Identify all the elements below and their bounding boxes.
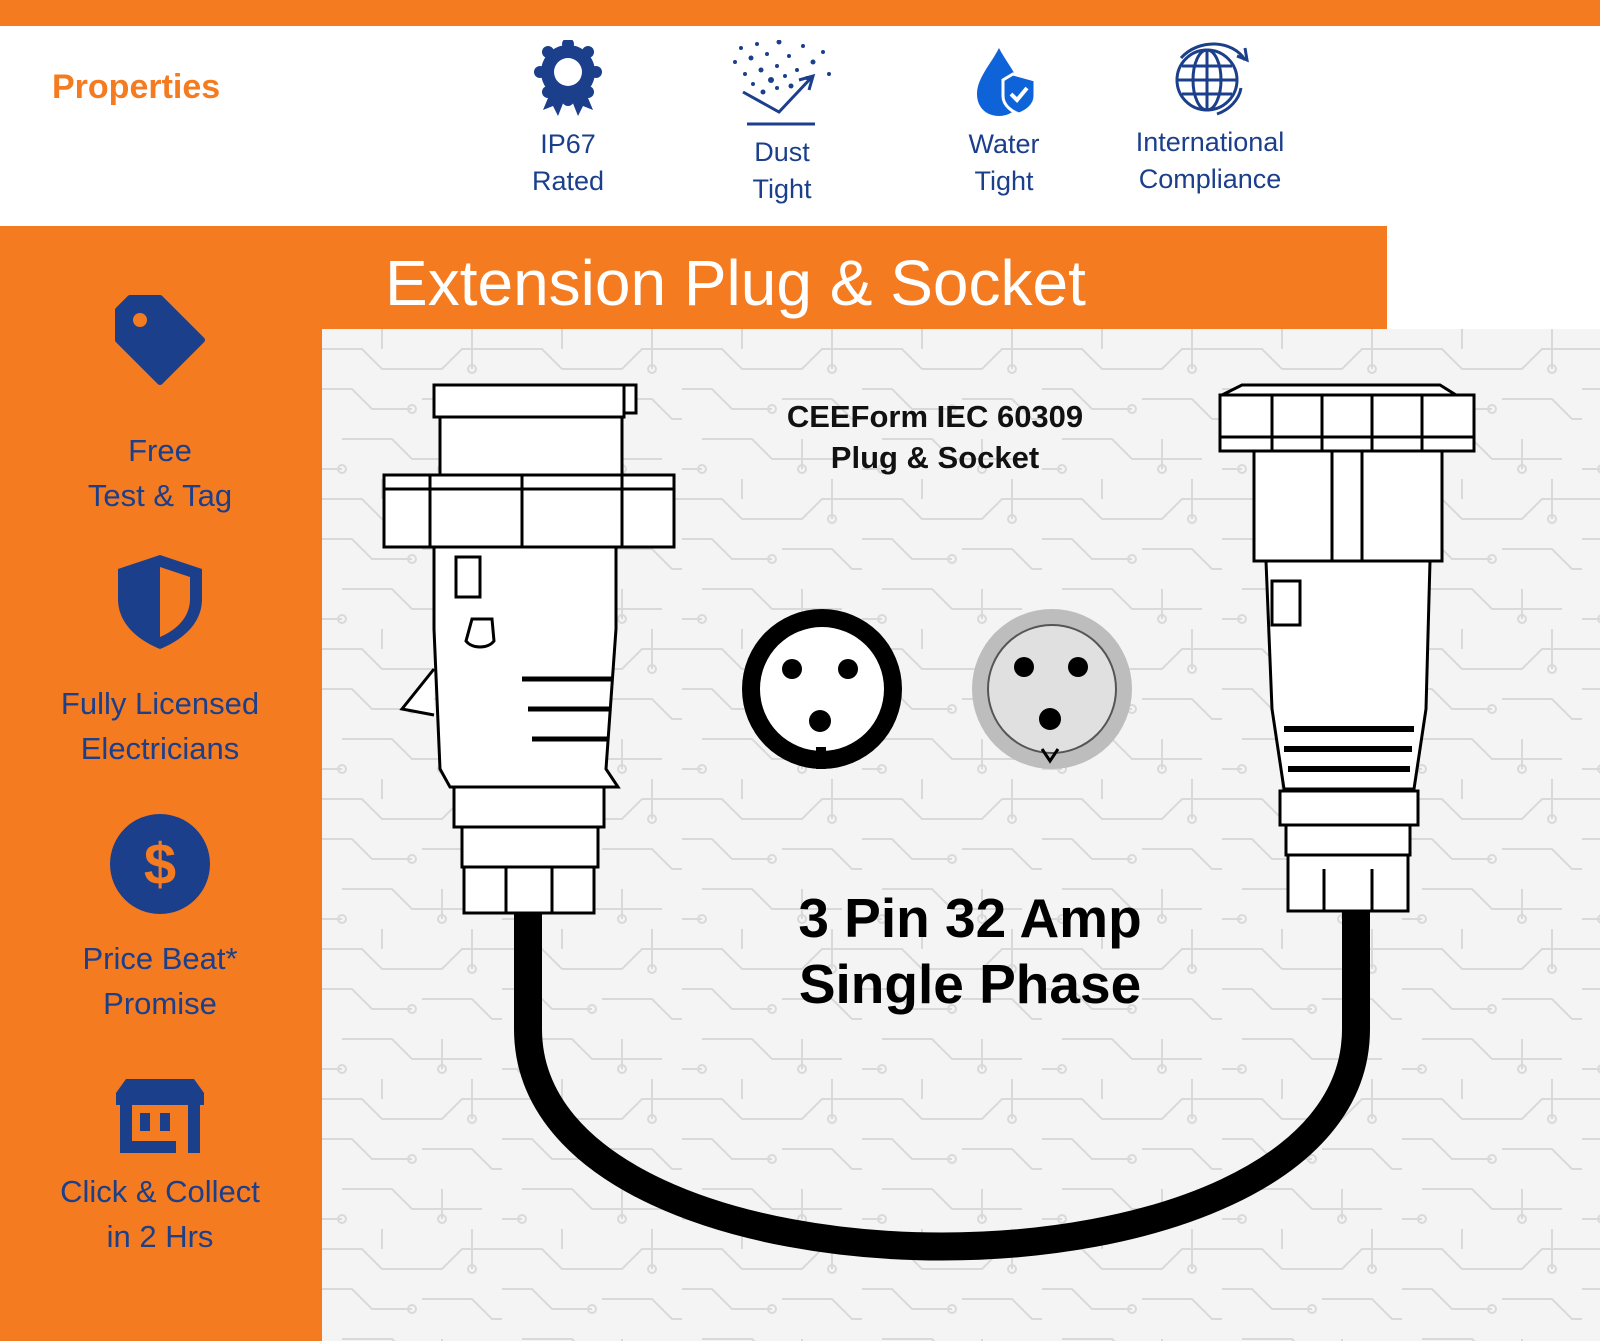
property-label-line2: Tight — [974, 166, 1034, 196]
top-accent-bar — [0, 0, 1600, 26]
plug-drawing — [382, 383, 676, 915]
property-water-tight: Water Tight — [894, 40, 1114, 200]
property-label-line2: Rated — [531, 166, 605, 196]
benefit-label-line2: Electricians — [80, 731, 240, 766]
svg-text:$: $ — [144, 832, 176, 897]
benefit-label-line2: in 2 Hrs — [106, 1219, 214, 1254]
property-label-line1: Dust — [754, 137, 810, 167]
property-label-line2: Compliance — [1138, 164, 1282, 194]
property-label-line2: Tight — [752, 174, 812, 204]
award-badge-icon — [534, 40, 602, 116]
standard-spec: CEEForm IEC 60309 Plug & Socket — [715, 396, 1155, 478]
property-label-line1: Water — [968, 129, 1040, 159]
benefit-licensed-electricians: Fully Licensed Electricians — [10, 551, 310, 771]
socket-drawing — [1218, 383, 1476, 913]
product-illustration — [382, 383, 1476, 1261]
dollar-coin-icon: $ — [110, 814, 210, 914]
benefits-sidebar — [0, 226, 322, 1341]
pin-line2: Single Phase — [798, 953, 1142, 1015]
price-tag-icon — [115, 295, 205, 385]
extension-cable — [514, 899, 1370, 1261]
benefit-free-test-tag: Free Test & Tag — [10, 292, 310, 518]
shield-icon — [118, 555, 202, 649]
pin-rating: 3 Pin 32 Amp Single Phase — [735, 885, 1205, 1017]
property-label-line1: International — [1135, 127, 1285, 157]
benefit-label-line2: Test & Tag — [87, 478, 233, 513]
benefit-click-collect: Click & Collect in 2 Hrs — [10, 1075, 310, 1259]
socket-pin-face — [972, 609, 1132, 769]
benefit-label-line1: Click & Collect — [60, 1174, 260, 1209]
spec-line1: CEEForm IEC 60309 — [786, 399, 1084, 434]
property-ip67: IP67 Rated — [458, 40, 678, 200]
title-banner — [322, 226, 1387, 329]
benefit-price-beat: $ Price Beat* Promise — [10, 812, 310, 1026]
property-label-line1: IP67 — [540, 129, 596, 159]
dust-icon — [733, 40, 831, 126]
globe-icon — [1175, 42, 1249, 116]
properties-heading: Properties — [52, 68, 221, 106]
page-title: Extension Plug & Socket — [385, 247, 1086, 319]
store-icon — [116, 1079, 204, 1153]
property-dust-tight: Dust Tight — [672, 40, 892, 208]
benefit-label-line1: Price Beat* — [82, 941, 238, 976]
benefit-label-line1: Free — [128, 433, 192, 468]
water-drop-shield-icon — [977, 48, 1037, 116]
spec-line2: Plug & Socket — [830, 440, 1040, 475]
pin-line1: 3 Pin 32 Amp — [798, 887, 1142, 949]
property-international-compliance: International Compliance — [1100, 36, 1320, 198]
benefit-label-line2: Promise — [103, 986, 217, 1021]
benefit-label-line1: Fully Licensed — [60, 686, 260, 721]
plug-pin-face — [742, 609, 902, 769]
